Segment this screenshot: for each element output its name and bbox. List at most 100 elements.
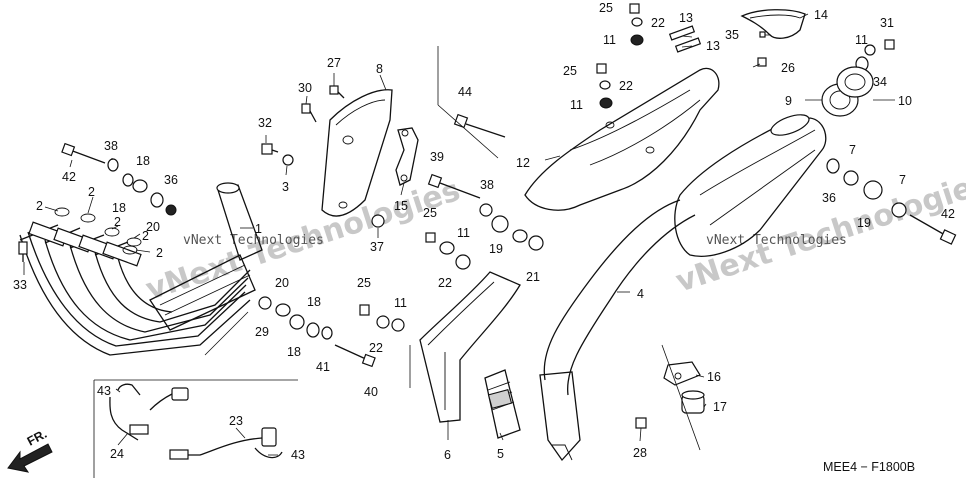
sensor-24 bbox=[109, 383, 189, 441]
callout-5: 5 bbox=[497, 447, 504, 461]
callout-38-mid: 38 bbox=[480, 178, 494, 192]
callout-2-c: 2 bbox=[114, 215, 121, 229]
bracket-15 bbox=[395, 127, 419, 186]
callout-36-left: 36 bbox=[164, 173, 178, 187]
callout-13-b: 13 bbox=[706, 39, 720, 53]
callout-34: 34 bbox=[873, 75, 887, 89]
callout-25-top-2: 25 bbox=[563, 64, 577, 78]
bolt-44 bbox=[453, 113, 506, 138]
mid-bolt-25a bbox=[425, 232, 471, 270]
callout-7-a: 7 bbox=[849, 143, 856, 157]
muffler-4 bbox=[539, 114, 827, 462]
callout-25-mid: 25 bbox=[357, 276, 371, 290]
cover-14 bbox=[740, 9, 806, 39]
callout-4: 4 bbox=[637, 287, 644, 301]
callout-14: 14 bbox=[814, 8, 828, 22]
frame-lines bbox=[93, 46, 701, 478]
callout-30: 30 bbox=[298, 81, 312, 95]
callout-2-d: 2 bbox=[142, 229, 149, 243]
callout-numbers: 42 38 18 18 36 20 2 2 2 2 2 33 32 3 30 2… bbox=[13, 1, 955, 462]
callout-22-top-2: 22 bbox=[619, 79, 633, 93]
callout-29: 29 bbox=[255, 325, 269, 339]
callout-3: 3 bbox=[282, 180, 289, 194]
bolt-39 bbox=[427, 173, 544, 251]
callout-42-right: 42 bbox=[941, 207, 955, 221]
callout-13-a: 13 bbox=[679, 11, 693, 25]
bands-13 bbox=[668, 25, 702, 53]
callout-38-left: 38 bbox=[104, 139, 118, 153]
bolt-28 bbox=[635, 417, 647, 429]
callout-22-mid: 22 bbox=[369, 341, 383, 355]
callout-18-mid-b: 18 bbox=[287, 345, 301, 359]
callout-11-top-2: 11 bbox=[570, 98, 583, 112]
bolt-32 bbox=[261, 143, 294, 166]
nut-37 bbox=[371, 214, 385, 228]
callout-18-mid: 18 bbox=[307, 295, 321, 309]
callout-25-mid-a: 25 bbox=[423, 206, 437, 220]
bolt-42-right bbox=[826, 158, 957, 245]
callout-11-top: 11 bbox=[603, 33, 616, 47]
callout-15: 15 bbox=[394, 199, 408, 213]
callout-33: 33 bbox=[13, 278, 27, 292]
callout-9: 9 bbox=[785, 94, 792, 108]
bolt-30 bbox=[301, 103, 317, 123]
callout-2-b: 2 bbox=[88, 185, 95, 199]
callout-21: 21 bbox=[526, 270, 540, 284]
callout-24: 24 bbox=[110, 447, 124, 461]
callout-40: 40 bbox=[364, 385, 378, 399]
callout-8: 8 bbox=[376, 62, 383, 76]
bracket-6 bbox=[419, 271, 521, 423]
sensor-23 bbox=[169, 427, 283, 460]
callout-17: 17 bbox=[713, 400, 727, 414]
callout-19-right: 19 bbox=[857, 216, 871, 230]
callout-28: 28 bbox=[633, 446, 647, 460]
mid-bolt-25 bbox=[359, 304, 405, 332]
screw-26 bbox=[757, 57, 767, 67]
callout-16: 16 bbox=[707, 370, 721, 384]
rubber-16 bbox=[663, 361, 701, 386]
callout-1: 1 bbox=[255, 222, 262, 236]
watermark-left: vNext Technologies vNext Technologies bbox=[142, 173, 465, 308]
callout-43-b: 43 bbox=[291, 448, 305, 462]
callout-11-right: 11 bbox=[855, 33, 868, 47]
diagram-code: MEE4 − F1800B bbox=[823, 460, 915, 474]
callout-12: 12 bbox=[516, 156, 530, 170]
callout-18-left-b: 18 bbox=[112, 201, 126, 215]
screw-35 bbox=[759, 31, 766, 38]
callout-23: 23 bbox=[229, 414, 243, 428]
bolt-27 bbox=[329, 85, 345, 99]
collar-17 bbox=[681, 390, 705, 414]
callout-11-mid-a: 11 bbox=[457, 226, 470, 240]
callout-43-a: 43 bbox=[97, 384, 111, 398]
exhaust-header-pipes bbox=[19, 182, 263, 356]
callout-32: 32 bbox=[258, 116, 272, 130]
callout-11-mid: 11 bbox=[394, 296, 407, 310]
watermark-right-small: vNext Technologies bbox=[706, 233, 847, 248]
callout-26: 26 bbox=[781, 61, 795, 75]
callout-41: 41 bbox=[316, 360, 330, 374]
rubber-5 bbox=[484, 369, 521, 439]
callout-20-mid: 20 bbox=[275, 276, 289, 290]
bolt-42-left bbox=[61, 142, 177, 216]
callout-25-top: 25 bbox=[599, 1, 613, 15]
callout-19-mid: 19 bbox=[489, 242, 503, 256]
front-direction-arrow: FR. bbox=[7, 427, 53, 473]
bolt-33 bbox=[18, 241, 28, 262]
callout-10: 10 bbox=[898, 94, 912, 108]
top-fasteners bbox=[596, 3, 644, 109]
callout-7-b: 7 bbox=[899, 173, 906, 187]
callout-22-top: 22 bbox=[651, 16, 665, 30]
callout-20-left: 20 bbox=[146, 220, 160, 234]
callout-37: 37 bbox=[370, 240, 384, 254]
callout-39: 39 bbox=[430, 150, 444, 164]
callout-36-right: 36 bbox=[822, 191, 836, 205]
callout-31: 31 bbox=[880, 16, 894, 30]
callout-2-e: 2 bbox=[156, 246, 163, 260]
watermark-left-small: vNext Technologies bbox=[183, 233, 324, 248]
leader-lines bbox=[23, 13, 895, 456]
muffler-12 bbox=[524, 67, 720, 211]
callout-27: 27 bbox=[327, 56, 341, 70]
callout-2-a: 2 bbox=[36, 199, 43, 213]
